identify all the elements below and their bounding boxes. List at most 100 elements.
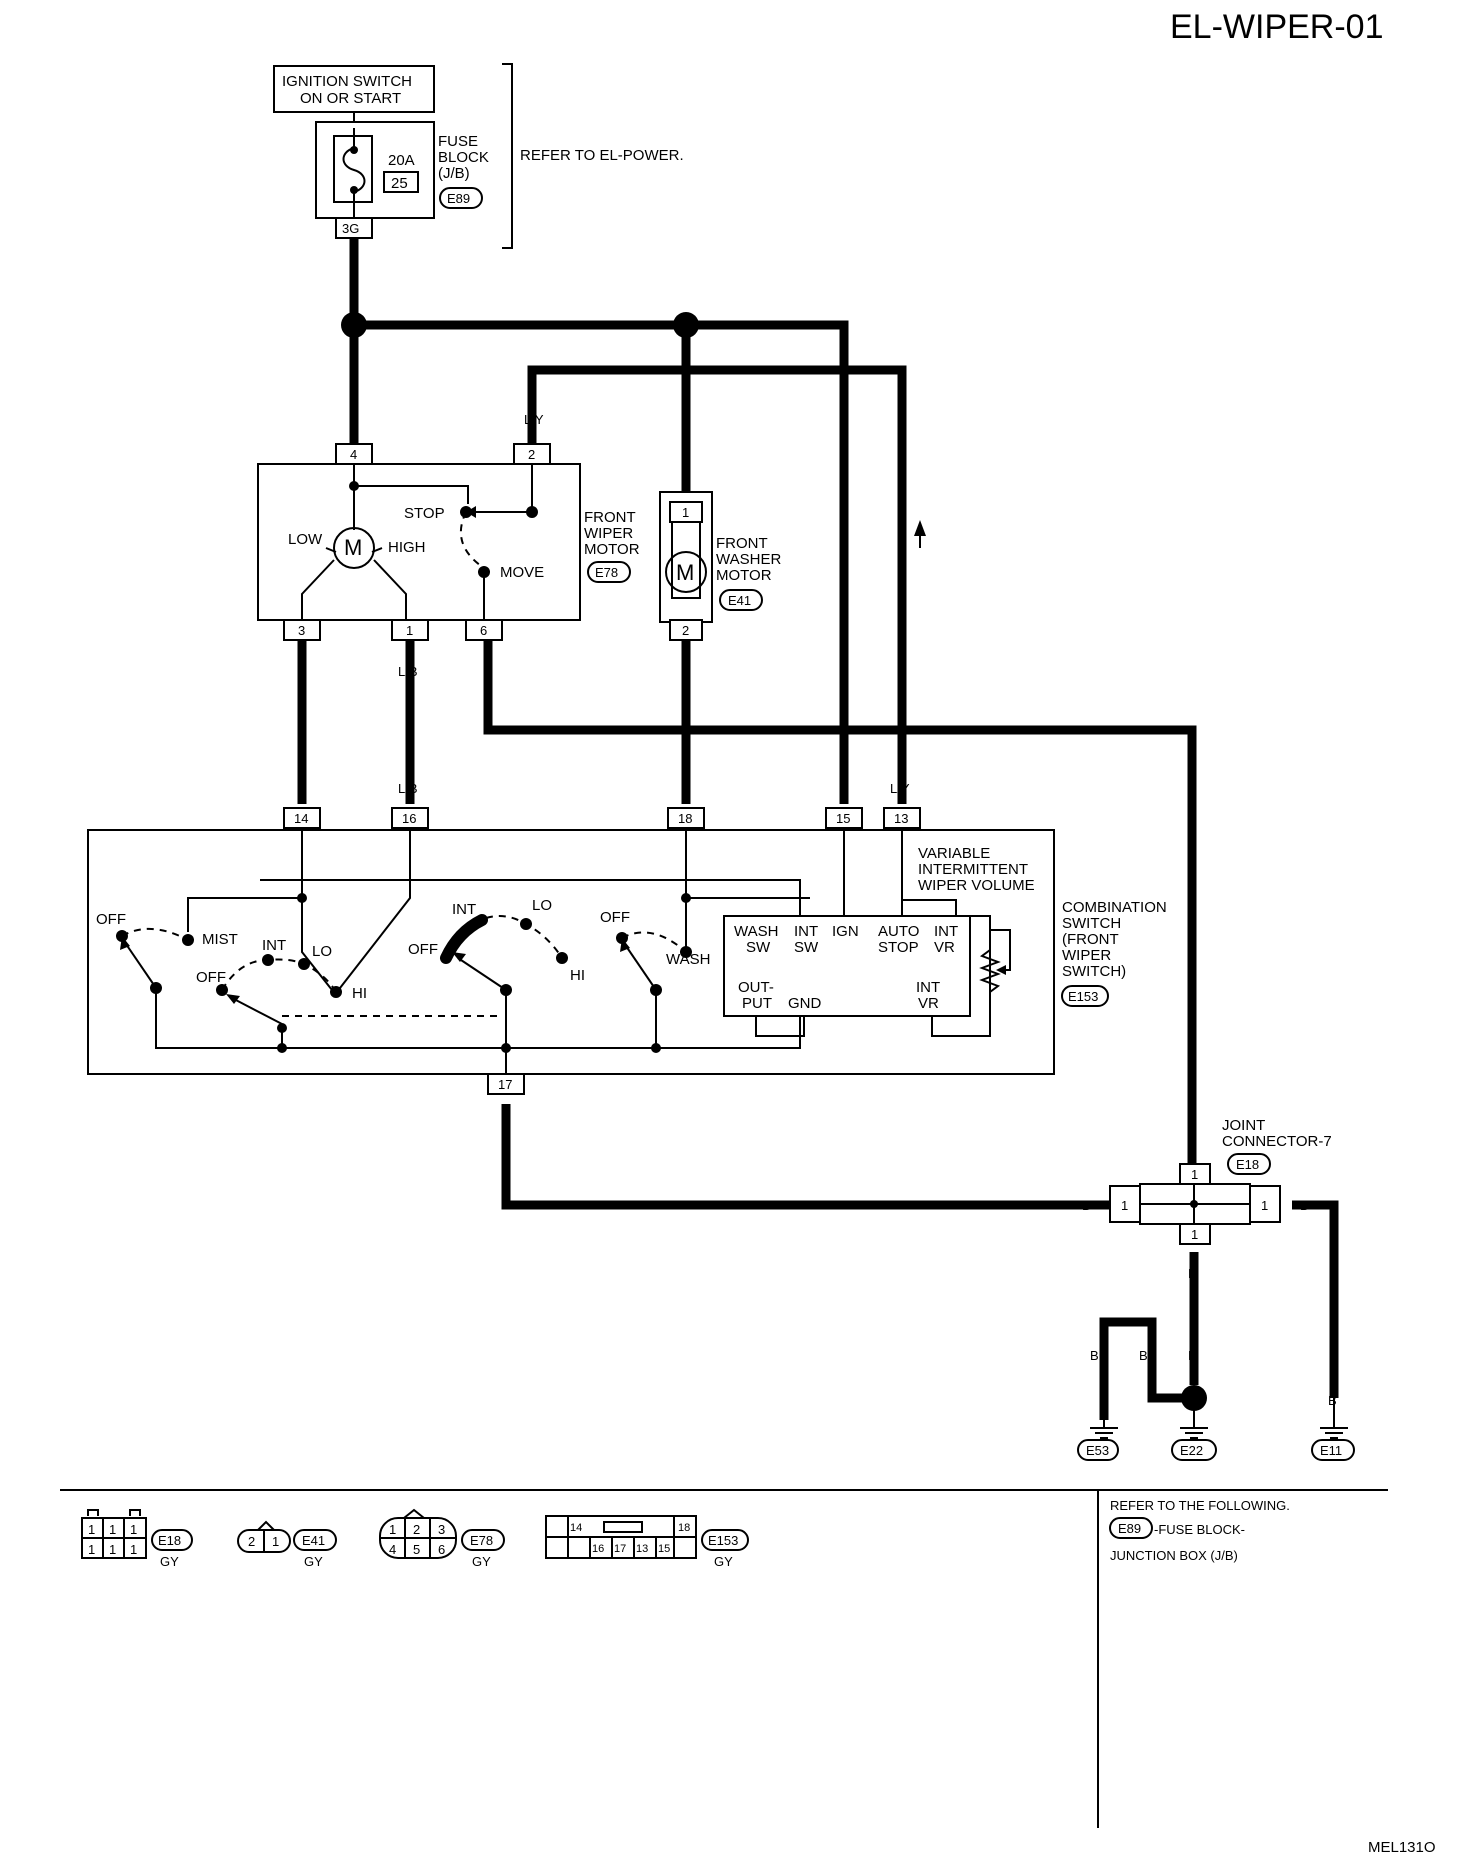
washer-motor-symbol: M [676,560,694,585]
combination-switch: 14 16 18 15 13 [87,807,1167,1095]
fuse-label-1: FUSE [438,133,478,150]
ground-e11: E11 [1311,1398,1355,1461]
unit-wash-sw-1: WASH [734,923,778,940]
ground-label-e22: E22 [1180,1443,1203,1458]
joint-pin-top: 1 [1191,1167,1198,1182]
legend-e153-color: GY [714,1554,733,1569]
legend-e18-cell-5: 1 [109,1542,116,1557]
unit-int-sw-1: INT [794,923,818,940]
switch-off-3: OFF [408,941,438,958]
wiper-motor-label-1: FRONT [584,509,636,526]
switch-label-5: SWITCH) [1062,963,1126,980]
wiper-pin-1: 1 [406,623,413,638]
switch-pin-16: 16 [402,811,416,826]
ground-e53: E53 [1077,1420,1119,1461]
unit-ign: IGN [832,923,859,940]
legend-e18-cell-6: 1 [130,1542,137,1557]
unit-auto-stop-1: AUTO [878,923,919,940]
wire-label-r-fuse: R [349,262,358,277]
unit-auto-stop-2: STOP [878,939,919,956]
wire-label-b-motor: B [483,664,492,679]
legend-e153: 14 18 16 17 13 15 E153 GY [545,1515,749,1569]
switch-pin-18: 18 [678,811,692,826]
washer-motor-label-1: FRONT [716,535,768,552]
washer-pin-1: 1 [682,505,689,520]
unit-int-vr-1: INT [934,923,958,940]
switch-off-4: OFF [600,909,630,926]
legend-e18-cell-4: 1 [88,1542,95,1557]
variable-label-3: WIPER VOLUME [918,877,1035,894]
wiper-pin-2: 2 [528,447,535,462]
legend-e153-cell-15: 15 [658,1543,670,1555]
switch-int-1: INT [262,937,286,954]
wire-label-b-joint-left: B [1082,1198,1091,1213]
legend-e78-color: GY [472,1554,491,1569]
legend-e18-id: E18 [158,1533,181,1548]
wiper-high: HIGH [388,539,426,556]
ground-label-e53: E53 [1086,1443,1109,1458]
front-wiper-motor: 4 2 M LOW HIGH STOP MOVE 3 1 6 FRONT WIP… [257,443,640,641]
wire-label-p-top: P [681,664,690,679]
ignition-switch: IGNITION SWITCH ON OR START [273,65,435,113]
wiper-pin-3: 3 [298,623,305,638]
switch-label-3: (FRONT [1062,931,1119,948]
page-title: EL-WIPER-01 [1170,8,1384,46]
wire-label-r-switch: R [839,781,848,796]
front-washer-motor: 1 M 2 FRONT WASHER MOTOR E41 [659,491,781,641]
unit-wash-sw-2: SW [746,939,771,956]
refer-connector: E89 [1118,1521,1141,1536]
washer-pin-2: 2 [682,623,689,638]
fuse-amp: 20A [388,152,415,169]
ground-e22: E22 [1171,1398,1217,1461]
unit-gnd: GND [788,995,822,1012]
refer-power: REFER TO EL-POWER. [520,147,684,164]
legend-e78-cell-4: 4 [389,1542,396,1557]
wire-label-l-top: L [297,664,304,679]
wire-label-b-e11: B [1328,1393,1337,1408]
wire-label-ly-motor: L/Y [524,412,544,427]
wire-label-b-e22: B [1188,1348,1197,1363]
switch-pin-14: 14 [294,811,308,826]
wire-label-b-joint-bottom: B [1188,1266,1197,1281]
switch-hi-1: HI [352,985,367,1002]
switch-label-2: SWITCH [1062,915,1121,932]
wiper-motor-label-2: WIPER [584,525,633,542]
wire-label-lb-top: L/B [398,664,418,679]
switch-pin-17: 17 [498,1077,512,1092]
legend-e78-cell-1: 1 [389,1522,396,1537]
wire-label-r-washer: R [681,469,690,484]
unit-output-1: OUT- [738,979,774,996]
fuse-terminal: 3G [342,221,359,236]
legend-e78-cell-5: 5 [413,1542,420,1557]
switch-connector: E153 [1068,989,1098,1004]
switch-label-1: COMBINATION [1062,899,1167,916]
switch-wash: WASH [666,951,710,968]
legend-e78: 1 2 3 4 5 6 E78 GY [379,1508,505,1569]
legend-e18-cell-1: 1 [88,1522,95,1537]
legend-e41-color: GY [304,1554,323,1569]
refer-heading: REFER TO THE FOLLOWING. [1110,1498,1290,1513]
legend-e153-cell-17: 17 [614,1543,626,1555]
legend-e78-id: E78 [470,1533,493,1548]
wiper-motor-connector: E78 [595,565,618,580]
legend-e41-id: E41 [302,1533,325,1548]
wiper-stop: STOP [404,505,445,522]
wire-label-b-joint-right: B [1300,1198,1309,1213]
legend-e41-cell-1: 2 [248,1534,255,1549]
joint-label-1: JOINT [1222,1117,1265,1134]
wire-label-b-e53: B [1090,1348,1099,1363]
joint-label-2: CONNECTOR-7 [1222,1133,1332,1150]
legend-e18: 1 1 1 1 1 1 E18 GY [81,1509,193,1569]
wiper-motor-symbol: M [344,535,362,560]
wire-label-ly-switch: L/Y [890,781,910,796]
unit-output-2: PUT [742,995,772,1012]
legend-e18-cell-2: 1 [109,1522,116,1537]
fuse-connector: E89 [447,191,470,206]
unit-int-sw-2: SW [794,939,819,956]
joint-connector: JOINT CONNECTOR-7 E18 1 1 1 1 [1109,1117,1332,1245]
wiper-motor-label-3: MOTOR [584,541,640,558]
fuse-label-2: BLOCK [438,149,489,166]
fuse-block: 20A 25 FUSE BLOCK (J/B) E89 3G [315,121,489,239]
direction-arrow-icon [914,520,926,536]
